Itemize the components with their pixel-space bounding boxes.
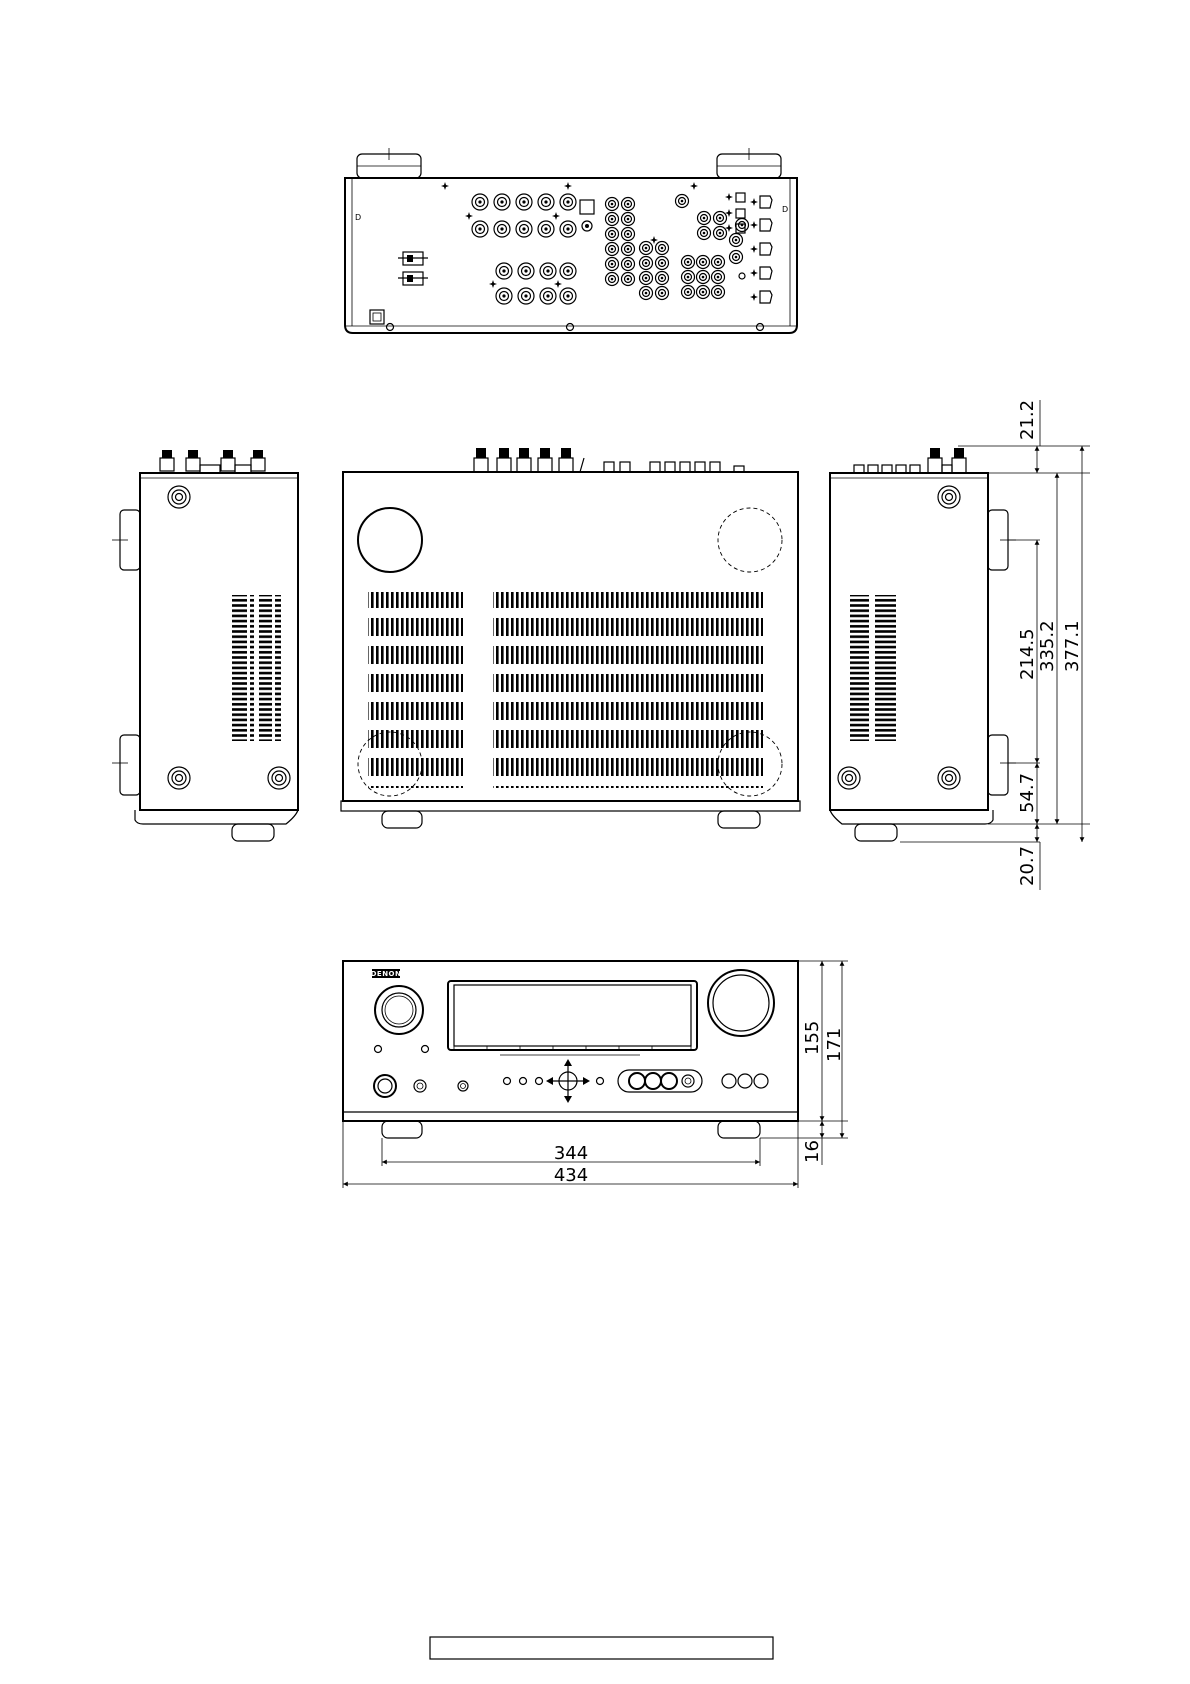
master-volume-knob [708,970,774,1036]
digital-inputs [725,193,745,233]
dim-377-1: 377.1 [1062,620,1083,672]
left-top-terminals [160,450,265,473]
dim-171: 171 [824,1028,845,1062]
rear-view: D D [345,148,797,333]
dim-335-2: 335.2 [1037,620,1058,672]
cursor-pad [546,1059,590,1103]
top-vents [368,592,763,788]
front-view: DENON [343,961,798,1138]
dim-16: 16 [802,1140,823,1163]
rear-foot-right [717,148,781,178]
dim-344: 344 [554,1143,588,1164]
right-top-terminals [854,448,966,473]
audio-input-block-1 [606,198,635,286]
hdmi-ports [750,196,772,303]
dim-20-7: 20.7 [1017,846,1038,886]
top-view [341,448,800,828]
speaker-terminals [441,182,698,304]
ac-inlet [370,310,384,324]
power-button [374,1075,396,1097]
preout-switch-lower [398,272,428,285]
dim-21-2: 21.2 [1017,400,1038,440]
dim-54-7: 54.7 [1017,773,1038,813]
audio-input-block-2 [640,236,669,300]
left-side-view [112,450,298,841]
svg-text:D: D [782,205,788,214]
right-side-view [830,448,1016,841]
display-window [448,981,697,1050]
antenna-terminal [580,200,594,231]
footer-box [430,1637,773,1659]
svg-text:D: D [355,213,361,222]
top-rear-terminals [474,448,744,472]
dim-434: 434 [554,1165,588,1186]
dim-155: 155 [802,1021,823,1055]
video-input-block [676,195,749,299]
dim-214-5: 214.5 [1017,628,1038,680]
rear-bottom-screws [387,324,764,331]
rear-foot-left [357,148,421,178]
preout-switch-upper [398,252,428,265]
brand-label: DENON [371,970,402,978]
